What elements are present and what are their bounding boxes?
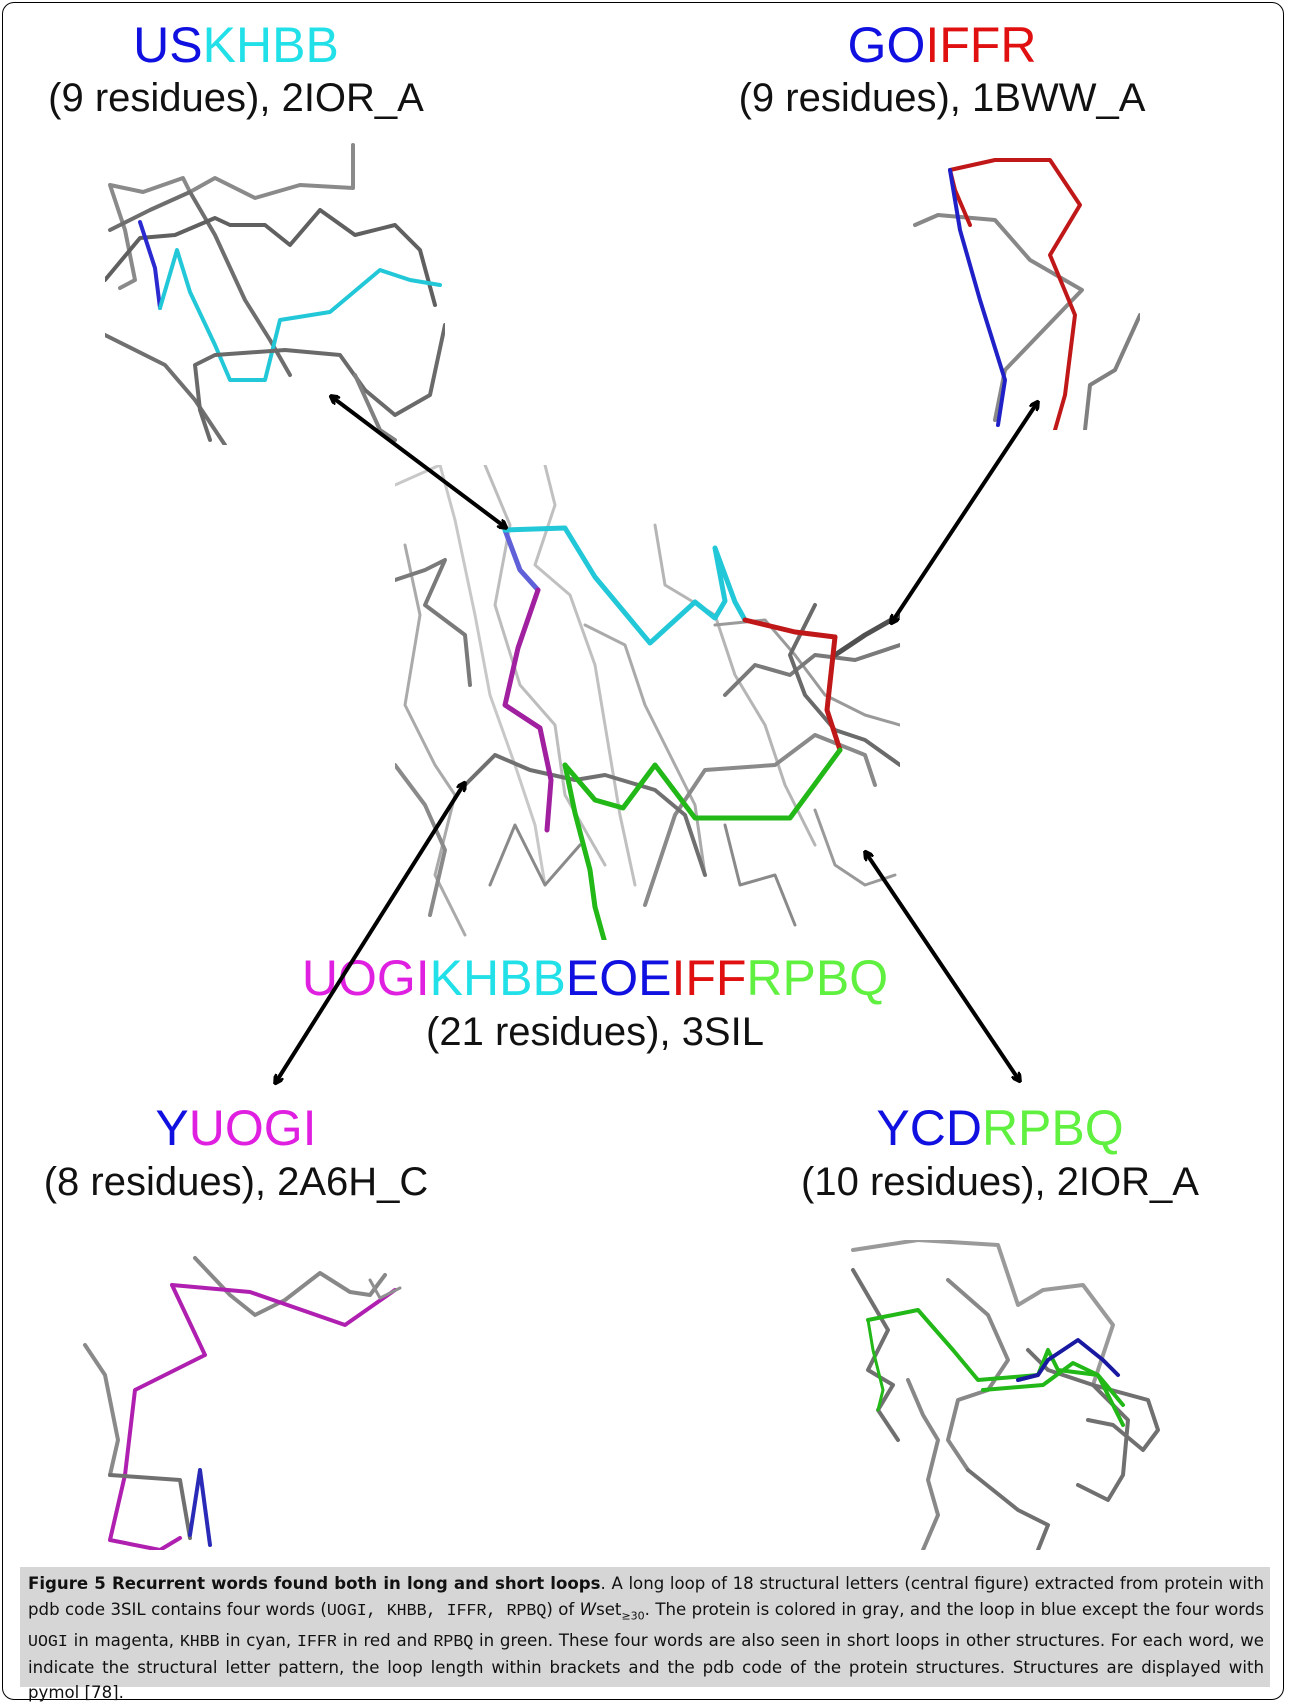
arrow-top-right (892, 403, 1037, 622)
arrow-bottom-left (276, 784, 464, 1082)
subtitle-bottom-left: (8 residues), 2A6H_C (43, 1160, 429, 1204)
word-segment-blue: Y (155, 1100, 189, 1156)
caption-text: ) of (546, 1599, 580, 1619)
caption-text: in green. These four words are also seen… (28, 1631, 1264, 1703)
word-top-right: GOIFFR (848, 20, 1037, 70)
word-segment-red: IFF (671, 950, 747, 1006)
word-bottom-right: YCDRPBQ (876, 1103, 1123, 1153)
figure-caption: Figure 5 Recurrent words found both in l… (28, 1571, 1264, 1706)
caption-background (20, 1567, 1270, 1687)
caption-label: Figure 5 Recurrent words found both in l… (28, 1574, 601, 1593)
caption-wset-sub: ≥30 (621, 1608, 645, 1622)
caption-word: RPBQ (433, 1632, 474, 1652)
subtitle-top-left: (9 residues), 2IOR_A (48, 76, 424, 120)
word-bottom-left: YUOGI (155, 1103, 316, 1153)
arrow-top-left (332, 397, 505, 527)
caption-wset-w: W (579, 1599, 597, 1619)
caption-word: KHBB (179, 1632, 220, 1652)
arrow-bottom-right (866, 853, 1019, 1080)
structure-top-left (105, 143, 445, 445)
structure-bottom-right (851, 1240, 1160, 1550)
word-segment-red: IFFR (925, 17, 1037, 73)
caption-text: in cyan, (219, 1631, 297, 1651)
subtitle-top-right: (9 residues), 1BWW_A (738, 76, 1146, 120)
caption-words-list: UOGI, KHBB, IFFR, RPBQ (326, 1600, 547, 1620)
caption-word: UOGI (28, 1632, 68, 1652)
caption-word: IFFR (296, 1632, 337, 1652)
word-segment-magenta: UOGI (188, 1100, 317, 1156)
word-segment-blue: US (133, 17, 203, 73)
subtitle-center: (21 residues), 3SIL (426, 1010, 764, 1054)
word-top-left: USKHBB (133, 20, 339, 70)
word-segment-blue: EOE (565, 950, 672, 1006)
subtitle-bottom-right: (10 residues), 2IOR_A (801, 1160, 1199, 1204)
caption-text: in red and (336, 1631, 434, 1651)
word-segment-green: RPBQ (981, 1100, 1124, 1156)
caption-text: in magenta, (67, 1631, 180, 1651)
word-segment-blue: GO (847, 17, 926, 73)
caption-text: . A long loop of 18 structural letters (… (28, 1574, 1265, 1619)
word-segment-blue: YCD (876, 1100, 982, 1156)
structure-top-right (913, 158, 1140, 430)
caption-text: . The protein is colored in gray, and th… (644, 1599, 1264, 1619)
word-segment-cyan: KHBB (202, 17, 339, 73)
caption-wset-set: set (596, 1599, 622, 1619)
structure-bottom-left (83, 1256, 402, 1550)
